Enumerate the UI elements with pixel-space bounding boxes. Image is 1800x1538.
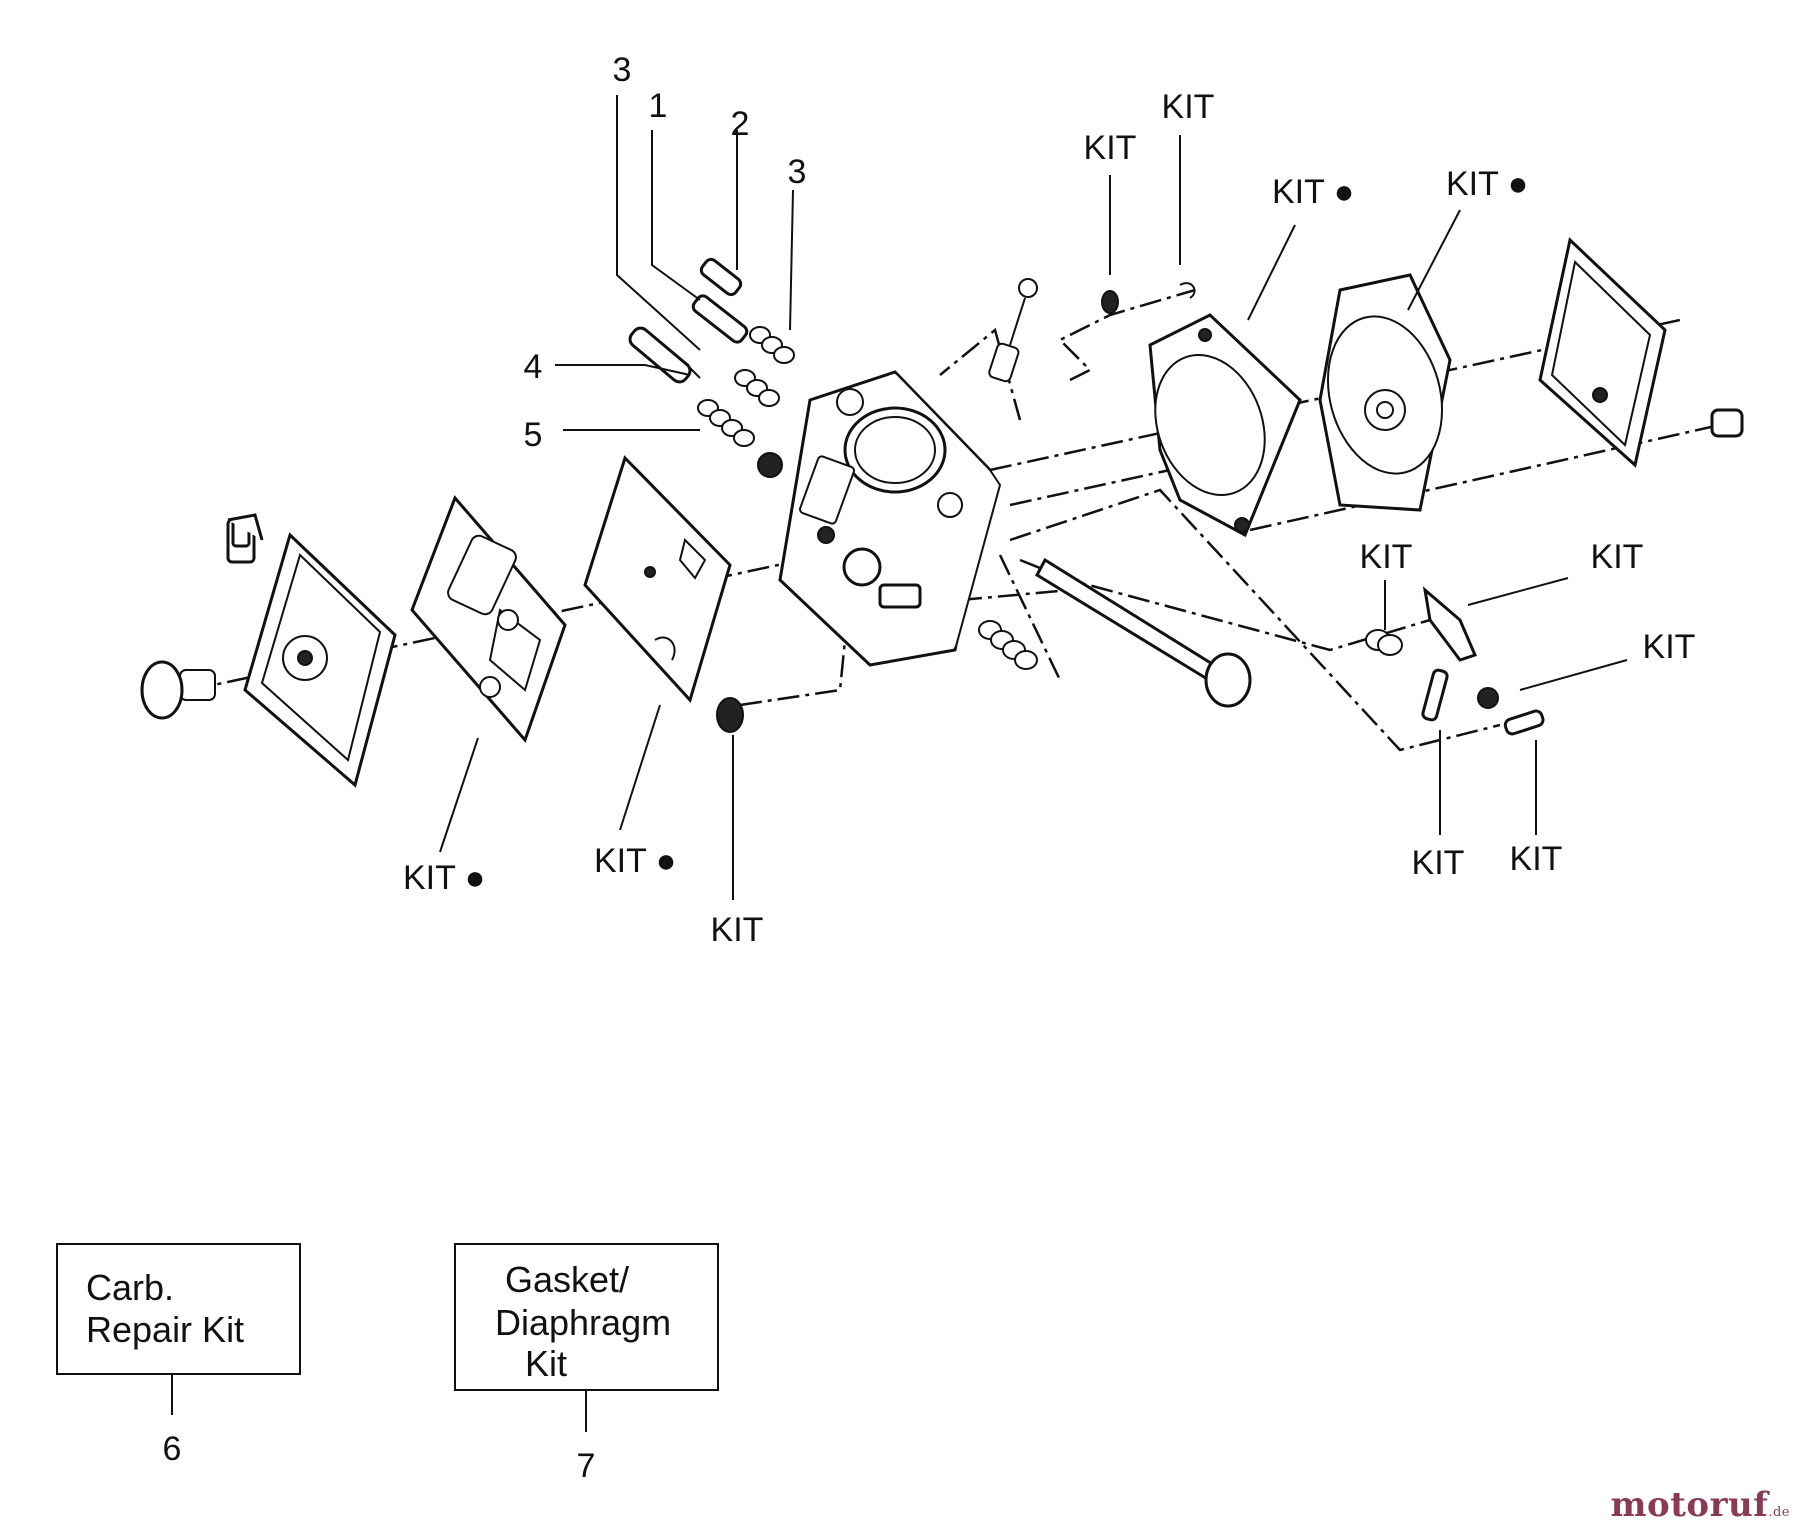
callout-3-lower: 3 <box>788 153 807 191</box>
pump-cover-part <box>142 515 395 785</box>
kit-box-gasket-diaphragm: Gasket/ Diaphragm Kit 7 <box>455 1244 718 1485</box>
callout-kit-gasket-dot: KIT ● <box>1272 173 1354 211</box>
kit-box-carb-repair: Carb. Repair Kit 6 <box>57 1244 300 1468</box>
callout-kit-top-1: KIT <box>1084 129 1137 167</box>
kit-box-gasket-number: 7 <box>577 1447 596 1485</box>
callout-kit-top-2: KIT <box>1162 88 1215 126</box>
kit-box-gasket-line-3: Kit <box>525 1343 567 1384</box>
callout-kit-pump-diaphragm-dot: KIT ● <box>594 842 676 880</box>
callout-3-upper: 3 <box>613 51 632 89</box>
callout-kit-pump-gasket-dot: KIT ● <box>403 859 485 897</box>
kit-box-carb-repair-line-2: Repair Kit <box>86 1309 244 1350</box>
callout-kit-plug: KIT <box>711 911 764 949</box>
spring-part <box>979 621 1037 669</box>
adjusting-needles-part <box>627 257 794 446</box>
callout-labels: 3 1 2 3 4 5 KIT KIT KIT ● KIT ● KIT KIT … <box>403 51 1695 949</box>
inlet-needle-parts <box>1366 590 1545 735</box>
callout-kit-screw: KIT <box>1510 840 1563 878</box>
watermark-logo: motoruf.de <box>1611 1485 1790 1525</box>
metering-diaphragm-part <box>1311 275 1459 510</box>
callout-2: 2 <box>731 105 750 143</box>
callout-1: 1 <box>649 87 668 125</box>
kit-box-carb-repair-line-1: Carb. <box>86 1267 174 1308</box>
callout-kit-pin: KIT <box>1412 844 1465 882</box>
callout-5: 5 <box>524 416 543 454</box>
metering-cover-part <box>1540 240 1742 465</box>
pump-diaphragm-part <box>585 458 730 700</box>
kit-box-gasket-line-2: Diaphragm <box>495 1302 671 1343</box>
watermark-text: motoruf <box>1611 1485 1769 1525</box>
kit-box-carb-repair-number: 6 <box>163 1430 182 1468</box>
spring-part <box>698 327 794 446</box>
pump-gasket-part <box>412 498 565 740</box>
callout-kit-lever: KIT <box>1591 538 1644 576</box>
metering-gasket-part <box>1137 315 1300 535</box>
callout-kit-diaphragm-dot: KIT ● <box>1446 165 1528 203</box>
kit-box-gasket-line-1: Gasket/ <box>505 1259 629 1300</box>
callout-kit-spring: KIT <box>1360 538 1413 576</box>
callout-4: 4 <box>524 348 543 386</box>
carburetor-body-part <box>758 372 1000 665</box>
watermark-suffix: .de <box>1768 1505 1790 1520</box>
callout-kit-needle: KIT <box>1643 628 1696 666</box>
